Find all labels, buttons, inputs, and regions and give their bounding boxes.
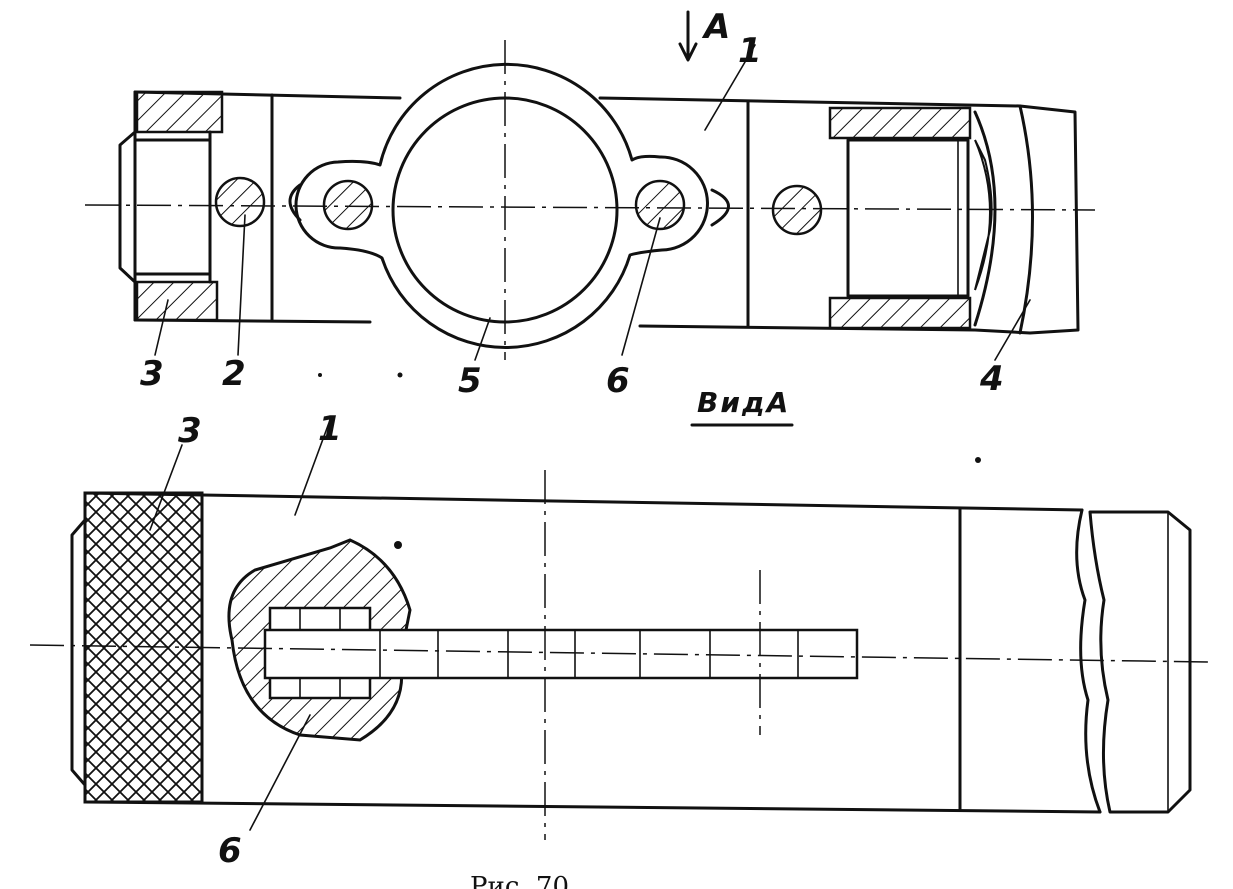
view-title: ВидА xyxy=(697,386,790,419)
leader-3-bottom xyxy=(149,444,183,531)
leader-6-top xyxy=(621,217,661,356)
leader-6-bottom xyxy=(249,714,311,831)
pin-6-section xyxy=(634,179,686,231)
label-housing-top: 5 xyxy=(458,361,482,401)
label-pin6-top: 6 xyxy=(606,361,630,401)
scan-speck xyxy=(394,541,402,549)
pin-head-right xyxy=(710,188,730,227)
pin-left-section xyxy=(322,179,374,231)
pin-2-section xyxy=(214,176,266,228)
top-nut-lower-hatch xyxy=(135,280,219,322)
top-plug-cavity xyxy=(846,138,970,298)
view-arrow-label: A xyxy=(701,7,730,47)
leader-3-top xyxy=(154,299,169,356)
pin-shaft xyxy=(263,628,859,680)
bottom-end-cap xyxy=(1088,510,1192,814)
bottom-center-axis xyxy=(29,644,1211,663)
plug-end-curve xyxy=(1018,104,1034,335)
label-nut-bottom: 3 xyxy=(178,411,202,451)
top-section-view: A 1 3 2 5 6 4 xyxy=(84,7,1096,401)
top-plug-lower-hatch xyxy=(828,296,972,330)
bottom-left-stud xyxy=(70,518,87,787)
pin-right-section xyxy=(771,184,823,236)
top-left-stud xyxy=(118,130,137,284)
label-nut-top: 3 xyxy=(140,354,164,394)
housing-outline xyxy=(294,62,709,349)
top-nut-upper-hatch xyxy=(135,90,224,134)
figure-caption: Рис. 70 xyxy=(470,872,569,889)
label-pin-top: 2 xyxy=(222,354,246,394)
top-plug-upper-hatch xyxy=(828,106,972,140)
knurled-nut xyxy=(83,491,204,804)
leader-2-top xyxy=(237,214,246,356)
label-body-bottom: 1 xyxy=(318,409,342,449)
label-plug-top: 4 xyxy=(979,359,1004,399)
scan-speck xyxy=(397,372,403,378)
leader-4-top xyxy=(994,299,1031,361)
view-arrow-head xyxy=(678,42,698,62)
pin-head-left xyxy=(288,183,302,222)
top-center-axis xyxy=(84,204,1096,211)
leader-1-bottom xyxy=(294,419,331,516)
label-body-top: 1 xyxy=(738,31,762,71)
label-pin-bottom: 6 xyxy=(218,831,242,871)
scan-speck xyxy=(318,373,322,377)
bottom-view: 3 1 6 xyxy=(29,409,1211,871)
leader-1-top xyxy=(704,44,756,131)
plug-dome-hatch xyxy=(974,139,993,291)
leader-5-top xyxy=(474,317,491,361)
scan-speck xyxy=(975,457,981,463)
